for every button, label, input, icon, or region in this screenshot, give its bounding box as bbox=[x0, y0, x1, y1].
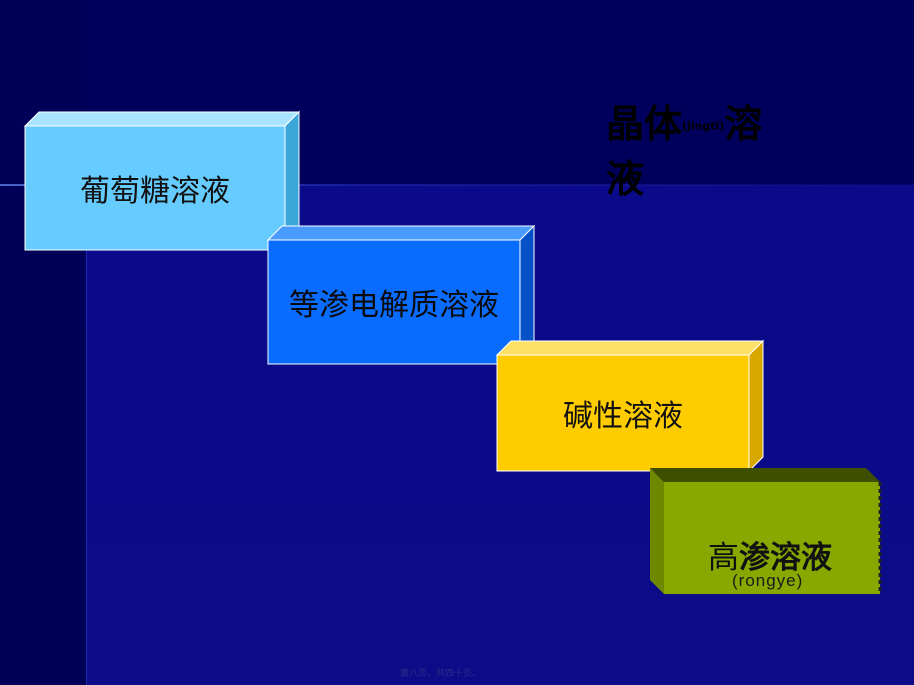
block-isotonic-electrolyte: 等渗电解质溶液 bbox=[266, 224, 536, 366]
title-prefix: 晶体 bbox=[606, 102, 683, 146]
title-suffix: 溶液 bbox=[606, 102, 763, 201]
block-glucose-shape bbox=[23, 110, 301, 252]
block-hypertonic-shape bbox=[650, 468, 882, 594]
block-glucose-label: 葡萄糖溶液 bbox=[80, 174, 230, 209]
slide-footer: 第八页，共四十页。 bbox=[400, 669, 482, 679]
vertical-divider bbox=[86, 185, 87, 685]
block-hypertonic-text: 高渗溶液 (rongye) bbox=[708, 532, 878, 591]
block-hypertonic-solution bbox=[650, 468, 882, 594]
background-left bbox=[0, 0, 86, 685]
block-hypertonic-prefix: 高 bbox=[708, 540, 739, 576]
block-alkaline-shape bbox=[495, 339, 765, 473]
block-alkaline-label: 碱性溶液 bbox=[563, 399, 683, 434]
slide-title: 晶体(jīngtǐ)溶液 bbox=[606, 98, 796, 205]
block-hypertonic-label: 高渗溶液 bbox=[708, 532, 878, 577]
block-alkaline-solution: 碱性溶液 bbox=[495, 339, 765, 473]
block-hypertonic-pinyin: (rongye) bbox=[732, 571, 804, 590]
block-isotonic-label: 等渗电解质溶液 bbox=[289, 288, 499, 323]
block-glucose-solution: 葡萄糖溶液 bbox=[23, 110, 301, 252]
title-pinyin: (jīngtǐ) bbox=[682, 119, 725, 133]
block-isotonic-shape bbox=[266, 224, 536, 366]
block-hypertonic-main: 渗溶液 bbox=[739, 540, 832, 576]
horizontal-divider bbox=[0, 184, 914, 186]
